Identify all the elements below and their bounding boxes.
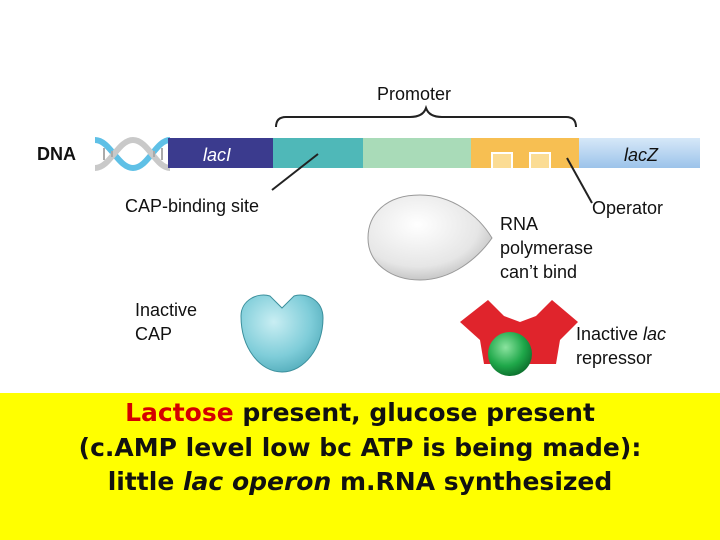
inactive-cap-label-line1: Inactive	[135, 300, 198, 320]
caption-line-1-rest: present, glucose present	[233, 398, 595, 427]
operator-region	[471, 138, 579, 168]
inactive-repressor-label: Inactive lac repressor	[576, 322, 666, 370]
inactive-repressor-label-line2: repressor	[576, 348, 653, 368]
rna-polymerase-label: RNA polymerase can’t bind	[500, 212, 593, 284]
inactive-cap-label-line2: CAP	[135, 324, 173, 344]
promoter-label: Promoter	[377, 84, 452, 104]
cap-binding-site	[273, 138, 363, 168]
inactive-cap-shape	[240, 294, 324, 373]
dna-helix	[94, 136, 171, 172]
rna-polymerase-label-line3: can’t bind	[500, 262, 578, 282]
promoter-region	[363, 138, 471, 168]
cap-binding-site-label: CAP-binding site	[125, 196, 260, 216]
operator-label: Operator	[592, 198, 664, 218]
caption-line-1: Lactose present, glucose present	[0, 398, 720, 427]
promoter-brace	[275, 104, 577, 128]
caption-line-3-b: m.RNA synthesized	[331, 467, 613, 496]
caption-lac-operon: lac operon	[182, 467, 332, 496]
cap-site-pointer	[271, 153, 319, 191]
laci-gene	[168, 138, 273, 168]
lacz-gene	[579, 138, 700, 168]
lacz-label: lacZ	[624, 145, 659, 165]
caption-line-2: (c.AMP level low bc ATP is being made):	[78, 433, 642, 462]
rna-polymerase-label-line1: RNA	[500, 214, 539, 234]
caption-line-3-a: little	[107, 467, 183, 496]
dna-label: DNA	[37, 144, 76, 164]
inactive-repressor-label-line1: Inactive	[576, 324, 644, 344]
caption-line-3: little lac operon m.RNA synthesized	[0, 467, 720, 496]
inducer-molecule	[488, 332, 532, 376]
caption-lactose: Lactose	[125, 398, 234, 427]
rna-polymerase-label-line2: polymerase	[500, 238, 594, 258]
lac-repressor-shape	[460, 300, 578, 376]
inactive-repressor-label-lac: lac	[643, 324, 667, 344]
caption-box: Lactose present, glucose present (c.AMP …	[0, 393, 720, 540]
laci-label: lacI	[203, 145, 232, 165]
inactive-cap-label: Inactive CAP	[135, 298, 197, 346]
rna-polymerase-shape	[367, 194, 493, 281]
lac-operon-diagram	[94, 104, 700, 376]
operator-notches	[491, 152, 551, 168]
operator-pointer	[566, 157, 593, 204]
